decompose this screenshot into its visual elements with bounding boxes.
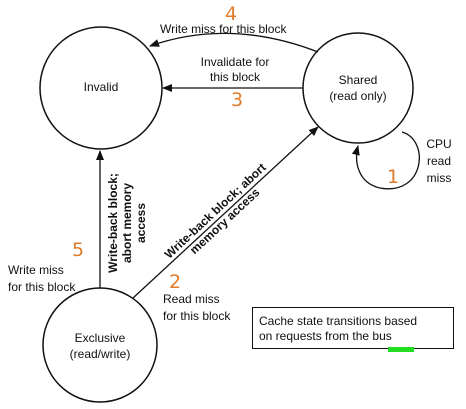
transition-1-label-line3: miss xyxy=(426,171,452,185)
transition-1-number: 1 xyxy=(387,166,400,188)
caption-line1: Cache state transitions based xyxy=(259,314,418,328)
caption-text: Cache state transitions based on request… xyxy=(259,314,417,344)
transition-1-label-line2: read xyxy=(426,154,452,168)
transition-4-label: Write miss for this block xyxy=(160,22,287,36)
transition-1-arrow xyxy=(351,131,420,190)
transition-3-label-line1: Invalidate for xyxy=(200,55,270,69)
transition-1-label-line1: CPU xyxy=(426,137,452,151)
transition-2-label-line2: for this block xyxy=(163,309,231,323)
transition-3-label-line2: this block xyxy=(209,70,261,84)
state-exclusive-circle xyxy=(42,287,158,403)
caption-line2: on requests from the bus xyxy=(259,329,392,343)
transition-5-action-line3: access xyxy=(134,202,148,244)
transition-5-action-line2: abort memory xyxy=(120,182,134,264)
state-invalid-label: Invalid xyxy=(83,80,119,94)
transition-5-action-line1: Write-back block; xyxy=(106,173,120,273)
transition-4-arrow xyxy=(149,32,319,53)
state-shared-circle xyxy=(302,32,414,144)
caption-box: Cache state transitions based on request… xyxy=(252,307,454,349)
transition-2-label-line1: Read miss xyxy=(163,292,220,306)
transition-4-number: 4 xyxy=(225,3,238,25)
transition-2-number: 2 xyxy=(169,271,182,293)
transition-5-action-label: Write-back block; abort memory access xyxy=(106,163,148,283)
caption-highlight-mark xyxy=(388,347,414,352)
transition-3-number: 3 xyxy=(231,89,244,111)
transition-2-arrow xyxy=(132,126,319,299)
state-shared-label: Shared xyxy=(338,73,378,87)
state-exclusive-sublabel: (read/write) xyxy=(69,347,131,361)
transition-5-label-line2: for this block xyxy=(8,280,76,294)
transition-5-label-line1: Write miss xyxy=(8,263,64,277)
transition-5-number: 5 xyxy=(72,239,85,261)
state-exclusive-label: Exclusive xyxy=(74,331,126,345)
state-shared-sublabel: (read only) xyxy=(329,89,387,103)
